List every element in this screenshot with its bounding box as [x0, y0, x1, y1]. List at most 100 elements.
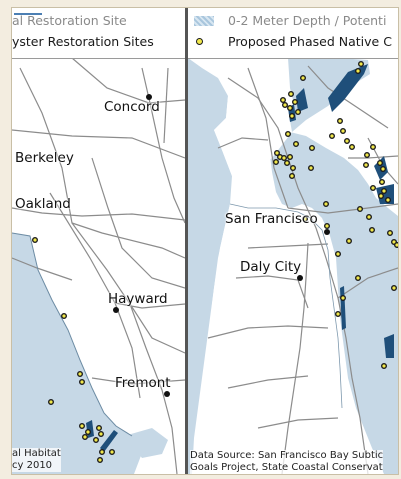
proposed-site-marker[interactable] [379, 165, 386, 172]
proposed-site-marker[interactable] [339, 295, 346, 302]
right-map-panel[interactable]: 0-2 Meter Depth / Potenti Proposed Phase… [188, 8, 398, 474]
proposed-site-marker[interactable] [354, 68, 361, 75]
proposed-site-marker[interactable] [390, 285, 397, 292]
proposed-site-marker[interactable] [292, 140, 299, 147]
source-line: Data Source: San Francisco Bay Subtic [190, 450, 384, 461]
proposed-site-marker[interactable] [78, 379, 85, 386]
proposed-site-swatch-icon [196, 38, 203, 45]
legend-row-restoration-site: al Restoration Site [12, 12, 185, 32]
proposed-site-marker[interactable] [280, 154, 287, 161]
ocean-water [188, 58, 232, 474]
map-frame: al Restoration Site yster Restoration Si… [11, 7, 399, 475]
proposed-site-marker[interactable] [84, 429, 91, 436]
city-label-hayward: Hayward [108, 291, 168, 307]
proposed-site-marker[interactable] [95, 425, 102, 432]
proposed-site-marker[interactable] [377, 192, 384, 199]
city-label-oakland: Oakland [15, 196, 71, 212]
source-line: Goals Project, State Coastal Conservat [190, 462, 383, 473]
road-network [12, 57, 185, 474]
proposed-site-marker[interactable] [334, 311, 341, 318]
proposed-site-marker[interactable] [348, 143, 355, 150]
legend-label: Proposed Phased Native C [228, 34, 392, 49]
proposed-site-marker[interactable] [284, 130, 291, 137]
proposed-site-marker[interactable] [289, 164, 296, 171]
proposed-site-marker[interactable] [272, 158, 279, 165]
legend-row-proposed-sites: Proposed Phased Native C [188, 33, 398, 53]
proposed-site-marker[interactable] [384, 196, 391, 203]
proposed-site-marker[interactable] [354, 275, 361, 282]
city-dot-daly-city [297, 275, 303, 281]
proposed-site-marker[interactable] [61, 313, 68, 320]
source-line: al Habitat [12, 448, 61, 459]
proposed-site-marker[interactable] [369, 143, 376, 150]
proposed-site-marker[interactable] [288, 172, 295, 179]
proposed-site-marker[interactable] [78, 423, 85, 430]
proposed-site-marker[interactable] [299, 74, 306, 81]
proposed-site-marker[interactable] [301, 215, 308, 222]
legend-row-depth: 0-2 Meter Depth / Potenti [188, 12, 398, 32]
proposed-site-marker[interactable] [345, 237, 352, 244]
data-source-note: al Habitat cy 2010 [12, 448, 61, 472]
proposed-site-marker[interactable] [322, 200, 329, 207]
legend-label: al Restoration Site [12, 13, 127, 28]
proposed-site-marker[interactable] [380, 187, 387, 194]
data-source-note: Data Source: San Francisco Bay Subtic Go… [190, 450, 384, 474]
proposed-site-marker[interactable] [369, 184, 376, 191]
proposed-site-marker[interactable] [81, 434, 88, 441]
city-dot-hayward [113, 307, 119, 313]
proposed-site-marker[interactable] [96, 457, 103, 464]
proposed-site-marker[interactable] [394, 242, 398, 248]
proposed-site-marker[interactable] [356, 205, 363, 212]
proposed-site-marker[interactable] [334, 250, 341, 257]
proposed-site-marker[interactable] [308, 144, 315, 151]
proposed-site-marker[interactable] [378, 178, 385, 185]
proposed-site-marker[interactable] [380, 363, 387, 370]
legend-label: yster Restoration Sites [12, 34, 154, 49]
proposed-site-marker[interactable] [76, 371, 83, 378]
proposed-site-marker[interactable] [98, 449, 105, 456]
city-label-daly-city: Daly City [240, 259, 302, 275]
source-line: cy 2010 [12, 460, 53, 471]
city-label-berkeley: Berkeley [15, 150, 74, 166]
proposed-site-marker[interactable] [279, 96, 286, 103]
south-bay-channel [124, 428, 168, 458]
proposed-site-marker[interactable] [281, 101, 288, 108]
proposed-site-marker[interactable] [92, 437, 99, 444]
proposed-site-marker[interactable] [328, 132, 335, 139]
proposed-site-marker[interactable] [273, 149, 280, 156]
proposed-site-marker[interactable] [376, 159, 383, 166]
city-label-concord: Concord [104, 99, 160, 115]
road-network [207, 65, 398, 474]
proposed-site-marker[interactable] [386, 229, 393, 236]
proposed-site-marker[interactable] [363, 151, 370, 158]
proposed-site-marker[interactable] [339, 127, 346, 134]
legend-row-oyster-sites: yster Restoration Sites [12, 33, 185, 53]
proposed-site-marker[interactable] [286, 153, 293, 160]
proposed-site-marker[interactable] [323, 222, 330, 229]
proposed-site-marker[interactable] [357, 61, 364, 68]
proposed-site-marker[interactable] [291, 98, 298, 105]
proposed-site-marker[interactable] [336, 117, 343, 124]
right-map[interactable] [188, 8, 398, 474]
proposed-site-marker[interactable] [343, 137, 350, 144]
proposed-site-marker[interactable] [287, 90, 294, 97]
marin-land [214, 88, 292, 176]
proposed-site-marker[interactable] [108, 449, 115, 456]
proposed-site-marker[interactable] [286, 104, 293, 111]
proposed-site-marker[interactable] [307, 164, 314, 171]
proposed-site-marker[interactable] [32, 236, 39, 243]
proposed-site-marker[interactable] [97, 431, 104, 438]
proposed-site-marker[interactable] [283, 159, 290, 166]
left-map[interactable] [12, 8, 185, 474]
city-dot-san-francisco [324, 229, 330, 235]
left-map-panel[interactable]: al Restoration Site yster Restoration Si… [12, 8, 185, 474]
proposed-site-marker[interactable] [48, 399, 55, 406]
proposed-site-marker[interactable] [288, 112, 295, 119]
proposed-site-marker[interactable] [362, 161, 369, 168]
proposed-site-marker[interactable] [368, 226, 375, 233]
proposed-site-marker[interactable] [294, 108, 301, 115]
proposed-site-marker[interactable] [365, 213, 372, 220]
right-legend: 0-2 Meter Depth / Potenti Proposed Phase… [188, 8, 398, 59]
panel-divider [185, 8, 188, 474]
proposed-sites [32, 236, 115, 464]
